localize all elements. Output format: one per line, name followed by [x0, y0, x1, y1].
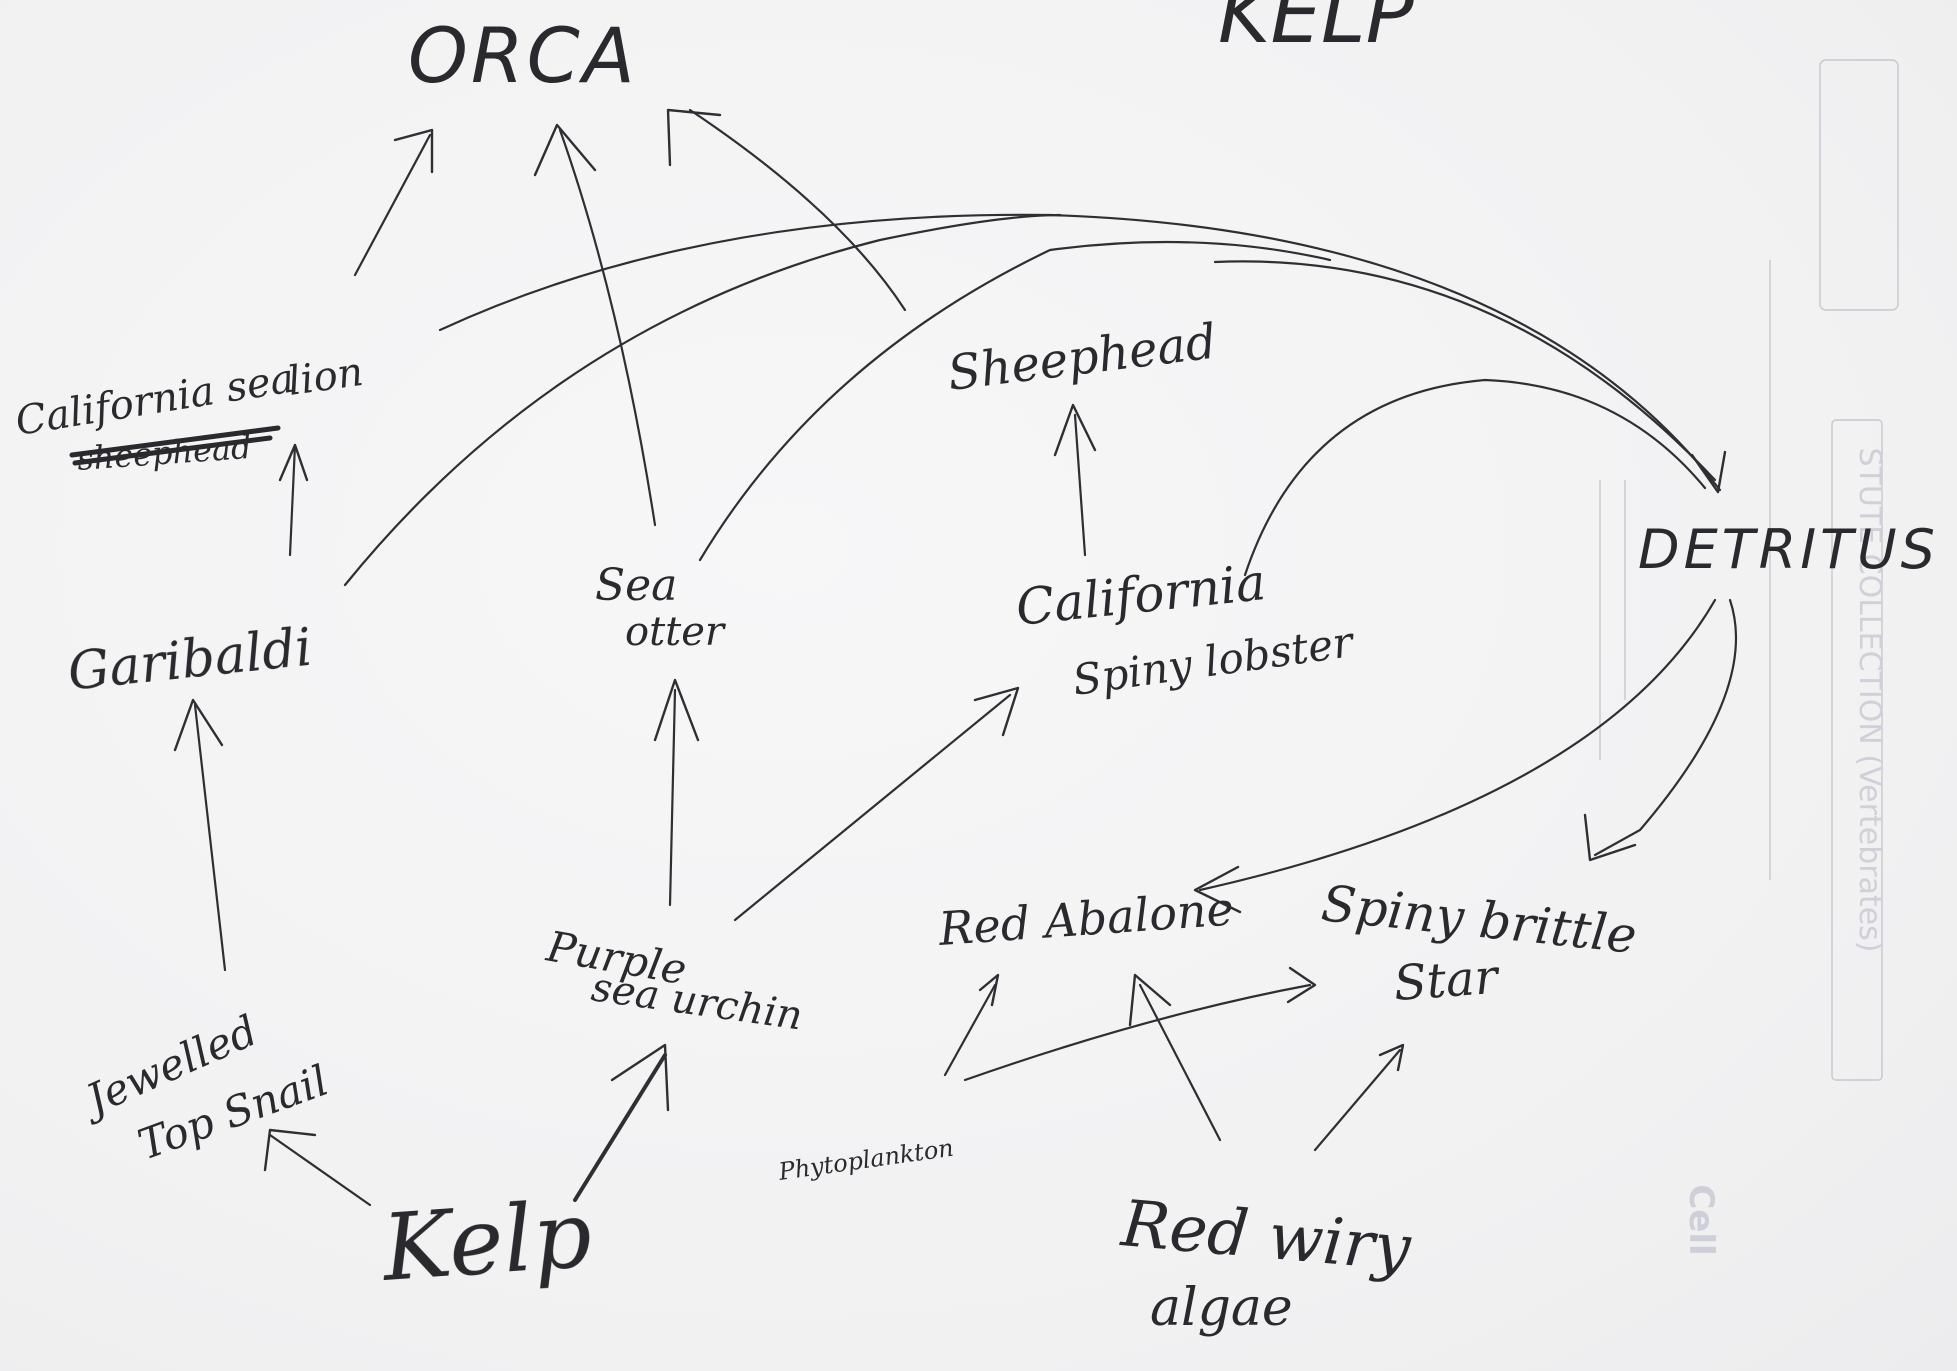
arrow-sea-otter-to-orca: [533, 123, 657, 527]
bleed-through-cell: Cell: [1681, 1184, 1721, 1255]
arrow-urchin-to-otter: [653, 678, 700, 907]
arrow-lobster-to-sheephead: [1053, 403, 1097, 557]
organism-labels: ORCA KELP California sea lion sheephead …: [12, 0, 1939, 1338]
node-red-wiry-algae-line2: algae: [1150, 1278, 1293, 1338]
node-sea-lion-line2: lion: [285, 349, 366, 405]
node-lobster-line1: California: [1013, 553, 1268, 637]
arrow-sheephead-to-orca: [666, 108, 907, 312]
node-garibaldi: Garibaldi: [65, 618, 315, 703]
node-orca: ORCA: [408, 11, 638, 100]
arrow-detritus-to-abalone: [1193, 598, 1717, 914]
node-sea-otter-line2: otter: [625, 609, 727, 655]
node-red-wiry-algae-line1: Red wiry: [1118, 1187, 1415, 1286]
arrow-phyto-to-abalone: [943, 973, 1000, 1077]
arrow-garibaldi-to-sea-lion: [278, 443, 309, 557]
node-red-abalone: Red Abalone: [936, 882, 1235, 957]
arrow-algae-to-brittle-star: [1313, 1043, 1405, 1152]
node-detritus: DETRITUS: [1638, 518, 1939, 581]
arrow-kelp-to-urchin: [573, 1043, 670, 1202]
arrow-algae-to-abalone: [1128, 973, 1222, 1142]
node-lobster-line2: Spiny lobster: [1070, 617, 1359, 705]
node-kelp: Kelp: [377, 1181, 595, 1302]
arrow-garibaldi-to-detritus: [343, 213, 1062, 587]
node-kelp-heading-partial: KELP: [1218, 0, 1415, 61]
node-phytoplankton: Phytoplankton: [776, 1134, 955, 1186]
node-brittle-star-line2: Star: [1392, 949, 1502, 1012]
feeding-arrows: [173, 108, 1738, 1207]
node-sea-otter-line1: Sea: [595, 560, 677, 611]
arrow-phyto-to-brittle-star: [963, 966, 1317, 1082]
arrow-lobster-to-detritus: [1243, 378, 1707, 577]
arrow-sheephead-to-detritus: [1213, 260, 1727, 494]
arrow-snail-to-garibaldi: [173, 698, 227, 972]
arrow-sea-lion-to-orca: [353, 128, 434, 277]
arrow-sea-otter-to-detritus: [698, 240, 1332, 562]
node-urchin-line2: sea urchin: [589, 964, 806, 1039]
arrow-urchin-to-lobster: [733, 686, 1020, 922]
arrow-detritus-to-brittle-star: [1583, 598, 1738, 862]
node-sheephead: Sheephead: [945, 313, 1220, 401]
bleed-through-marks: STUTE COLLECTION (Vertebrates) Cell: [1599, 59, 1899, 1256]
arrow-kelp-to-snail: [263, 1128, 372, 1207]
bleed-through-text: STUTE COLLECTION (Vertebrates): [1852, 447, 1887, 952]
struck-out-word: sheephead: [69, 425, 281, 478]
